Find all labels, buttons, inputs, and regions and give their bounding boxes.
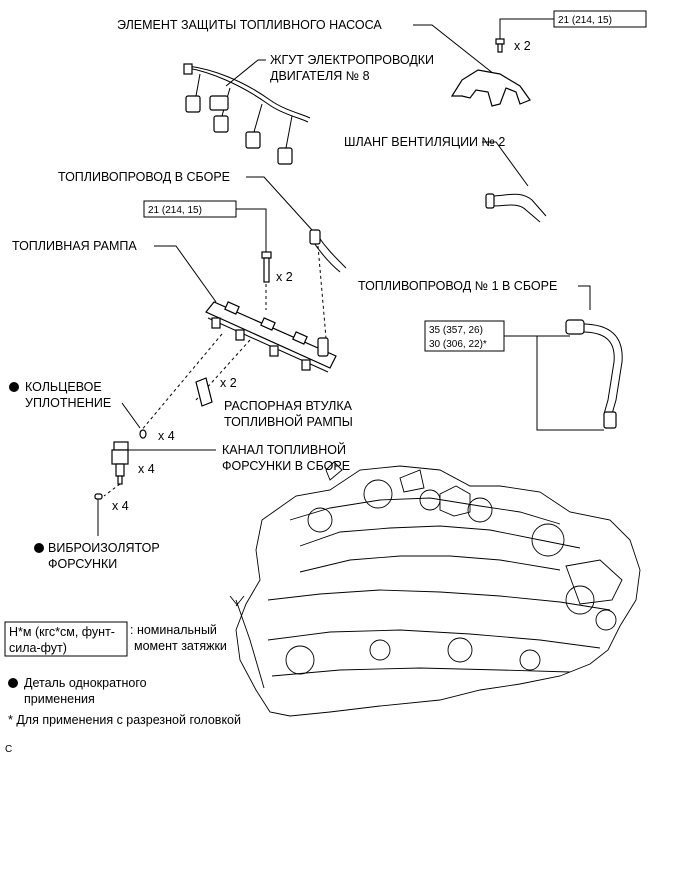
vent-hose-label: ШЛАНГ ВЕНТИЛЯЦИИ № 2 [344, 135, 505, 149]
rail-bolt-qty: x 2 [276, 270, 293, 284]
non-reusable-bullet-icon [8, 678, 18, 688]
fuel-pipe-dash-line [317, 245, 327, 339]
torque-unit-line1: Н*м (кгс*см, фунт- [9, 625, 115, 639]
fuel-pipe-no1-group: ТОПЛИВОПРОВОД № 1 В СБОРЕ 35 (357, 26) 3… [358, 279, 623, 431]
delivery-pipe-label: ТОПЛИВНАЯ РАМПА [12, 239, 137, 253]
pipe-no1-torque-box [424, 320, 505, 352]
rail-bolt-torque: 21 (214, 15) [148, 205, 202, 216]
pipe-no1-torque-line1: 35 (357, 26) [429, 325, 483, 336]
fuel-pipe-assy-icon [309, 229, 347, 273]
pump-protector-leader [413, 24, 495, 75]
pump-bolt-icon [495, 38, 505, 53]
injector-label-line1: КАНАЛ ТОПЛИВНОЙ [222, 442, 346, 457]
pump-protector-group: ЭЛЕМЕНТ ЗАЩИТЫ ТОПЛИВНОГО НАСОСА 21 (214… [117, 10, 647, 107]
insulator-qty: x 4 [112, 499, 129, 513]
insulator-label-line1: ВИБРОИЗОЛЯТОР [48, 541, 160, 555]
fuel-pipe-assy-leader [246, 176, 313, 231]
figure-code: C [5, 744, 12, 755]
injector-icon [111, 441, 129, 485]
insulator-icon [94, 493, 103, 500]
harness-label-line2: ДВИГАТЕЛЯ № 8 [270, 69, 370, 83]
wire-harness-group: ЖГУТ ЭЛЕКТРОПРОВОДКИ ДВИГАТЕЛЯ № 8 [183, 53, 434, 165]
non-reusable-line2: применения [24, 692, 95, 706]
pipe-no1-torque-leader [504, 335, 604, 431]
fuel-pipe-no1-icon [565, 319, 623, 429]
o-ring-leader [121, 402, 141, 429]
spacer-qty: x 2 [220, 376, 237, 390]
pipe-no1-torque-line2: 30 (306, 22)* [429, 339, 487, 350]
pump-protector-label: ЭЛЕМЕНТ ЗАЩИТЫ ТОПЛИВНОГО НАСОСА [117, 18, 382, 32]
vent-hose-group: ШЛАНГ ВЕНТИЛЯЦИИ № 2 [344, 135, 547, 223]
delivery-pipe-icon [205, 301, 337, 373]
spacer-group: x 2 РАСПОРНАЯ ВТУЛКА ТОПЛИВНОЙ РАМПЫ [195, 376, 353, 429]
delivery-pipe-group: ТОПЛИВНАЯ РАМПА 21 (214, 15) x 2 [12, 200, 337, 433]
pump-bolt-qty: x 2 [514, 39, 531, 53]
spacer-label-line2: ТОПЛИВНОЙ РАМПЫ [224, 414, 353, 429]
o-ring-icon [139, 429, 147, 439]
pump-bolt-torque-leader [499, 18, 554, 40]
non-reusable-bullet-icon [34, 543, 44, 553]
spacer-label-line1: РАСПОРНАЯ ВТУЛКА [224, 399, 353, 413]
delivery-pipe-leader [154, 245, 217, 303]
engine-illustration [229, 461, 641, 717]
rail-bolt-torque-leader [236, 208, 267, 252]
o-ring-label-line2: УПЛОТНЕНИЕ [25, 396, 111, 410]
fuel-pipe-no1-label: ТОПЛИВОПРОВОД № 1 В СБОРЕ [358, 279, 557, 293]
harness-leader [225, 59, 266, 87]
torque-unit-box [4, 621, 128, 657]
injector-qty: x 4 [138, 462, 155, 476]
footnote: * Для применения с разрезной головкой [8, 713, 241, 727]
injector-label-line2: ФОРСУНКИ В СБОРЕ [222, 459, 350, 473]
vent-hose-leader [482, 141, 529, 187]
pump-protector-icon [450, 69, 531, 107]
vent-hose-icon [485, 193, 547, 223]
insulator-dash-line [103, 483, 121, 497]
injector-group: КАНАЛ ТОПЛИВНОЙ ФОРСУНКИ В СБОРЕ x 4 [103, 441, 350, 497]
insulator-group: x 4 ВИБРОИЗОЛЯТОР ФОРСУНКИ [34, 493, 160, 571]
non-reusable-line1: Деталь однократного [24, 676, 147, 690]
wire-harness-icon [183, 63, 311, 165]
torque-unit-line2: сила-фут) [9, 641, 67, 655]
insulator-label-line2: ФОРСУНКИ [48, 557, 117, 571]
rail-bolt-icon [261, 251, 272, 283]
harness-label-line1: ЖГУТ ЭЛЕКТРОПРОВОДКИ [270, 53, 434, 67]
injector-dash-line [139, 333, 223, 433]
non-reusable-bullet-icon [9, 382, 19, 392]
torque-unit-desc-line2: момент затяжки [134, 639, 227, 653]
legend: Н*м (кгс*см, фунт- сила-фут) : номинальн… [4, 621, 241, 755]
o-ring-qty: x 4 [158, 429, 175, 443]
o-ring-label-line1: КОЛЬЦЕВОЕ [25, 380, 102, 394]
fuel-pipe-assy-label: ТОПЛИВОПРОВОД В СБОРЕ [58, 170, 230, 184]
spacer-icon [195, 377, 213, 407]
o-ring-group: КОЛЬЦЕВОЕ УПЛОТНЕНИЕ x 4 [9, 380, 175, 443]
torque-unit-desc-line1: : номинальный [130, 623, 217, 637]
pump-bolt-torque: 21 (214, 15) [558, 15, 612, 26]
fuel-pipe-assy-group: ТОПЛИВОПРОВОД В СБОРЕ [58, 170, 347, 339]
fuel-pipe-no1-leader [578, 285, 591, 310]
